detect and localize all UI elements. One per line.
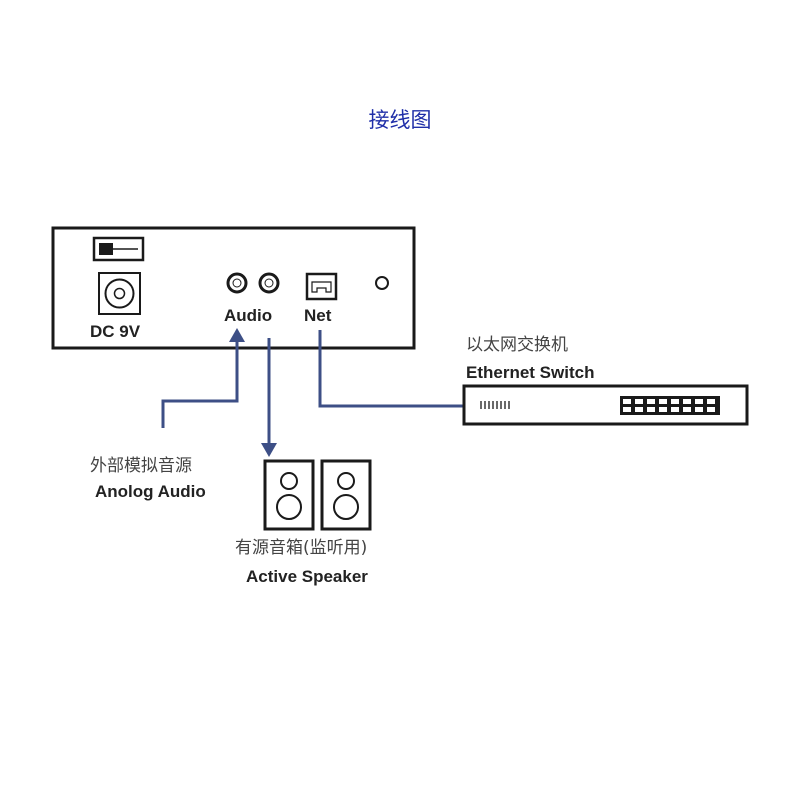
arrow-down-icon bbox=[261, 443, 277, 457]
net-port-label: Net bbox=[304, 306, 332, 325]
audio-jack-icon bbox=[226, 272, 280, 294]
switch-ports-icon bbox=[620, 396, 720, 415]
power-switch-icon bbox=[92, 236, 145, 262]
speaker-right-icon bbox=[320, 459, 372, 531]
audio-port-label: Audio bbox=[224, 306, 272, 325]
switch-leds-icon bbox=[480, 401, 510, 409]
speaker-left-icon bbox=[263, 459, 315, 531]
dc-power-jack-icon bbox=[98, 272, 141, 315]
indicator-led-icon bbox=[375, 276, 389, 290]
dc-power-label: DC 9V bbox=[90, 322, 141, 341]
device-unit: DC 9V Audio Net bbox=[51, 226, 416, 350]
network-cable bbox=[318, 330, 464, 408]
analog-source-label-en: Anolog Audio bbox=[95, 482, 206, 501]
switch-label-en: Ethernet Switch bbox=[466, 363, 594, 382]
arrow-up-icon bbox=[229, 328, 245, 342]
cables bbox=[161, 330, 464, 446]
diagram-title: 接线图 bbox=[368, 108, 432, 132]
analog-input-cable bbox=[161, 338, 239, 428]
ethernet-port-icon bbox=[305, 272, 338, 301]
switch-label-cn: 以太网交换机 bbox=[466, 335, 568, 355]
speaker-label-cn: 有源音箱(监听用) bbox=[235, 538, 367, 558]
speaker-label-en: Active Speaker bbox=[246, 567, 368, 586]
ethernet-switch bbox=[462, 384, 749, 426]
analog-source-label-cn: 外部模拟音源 bbox=[90, 456, 192, 476]
